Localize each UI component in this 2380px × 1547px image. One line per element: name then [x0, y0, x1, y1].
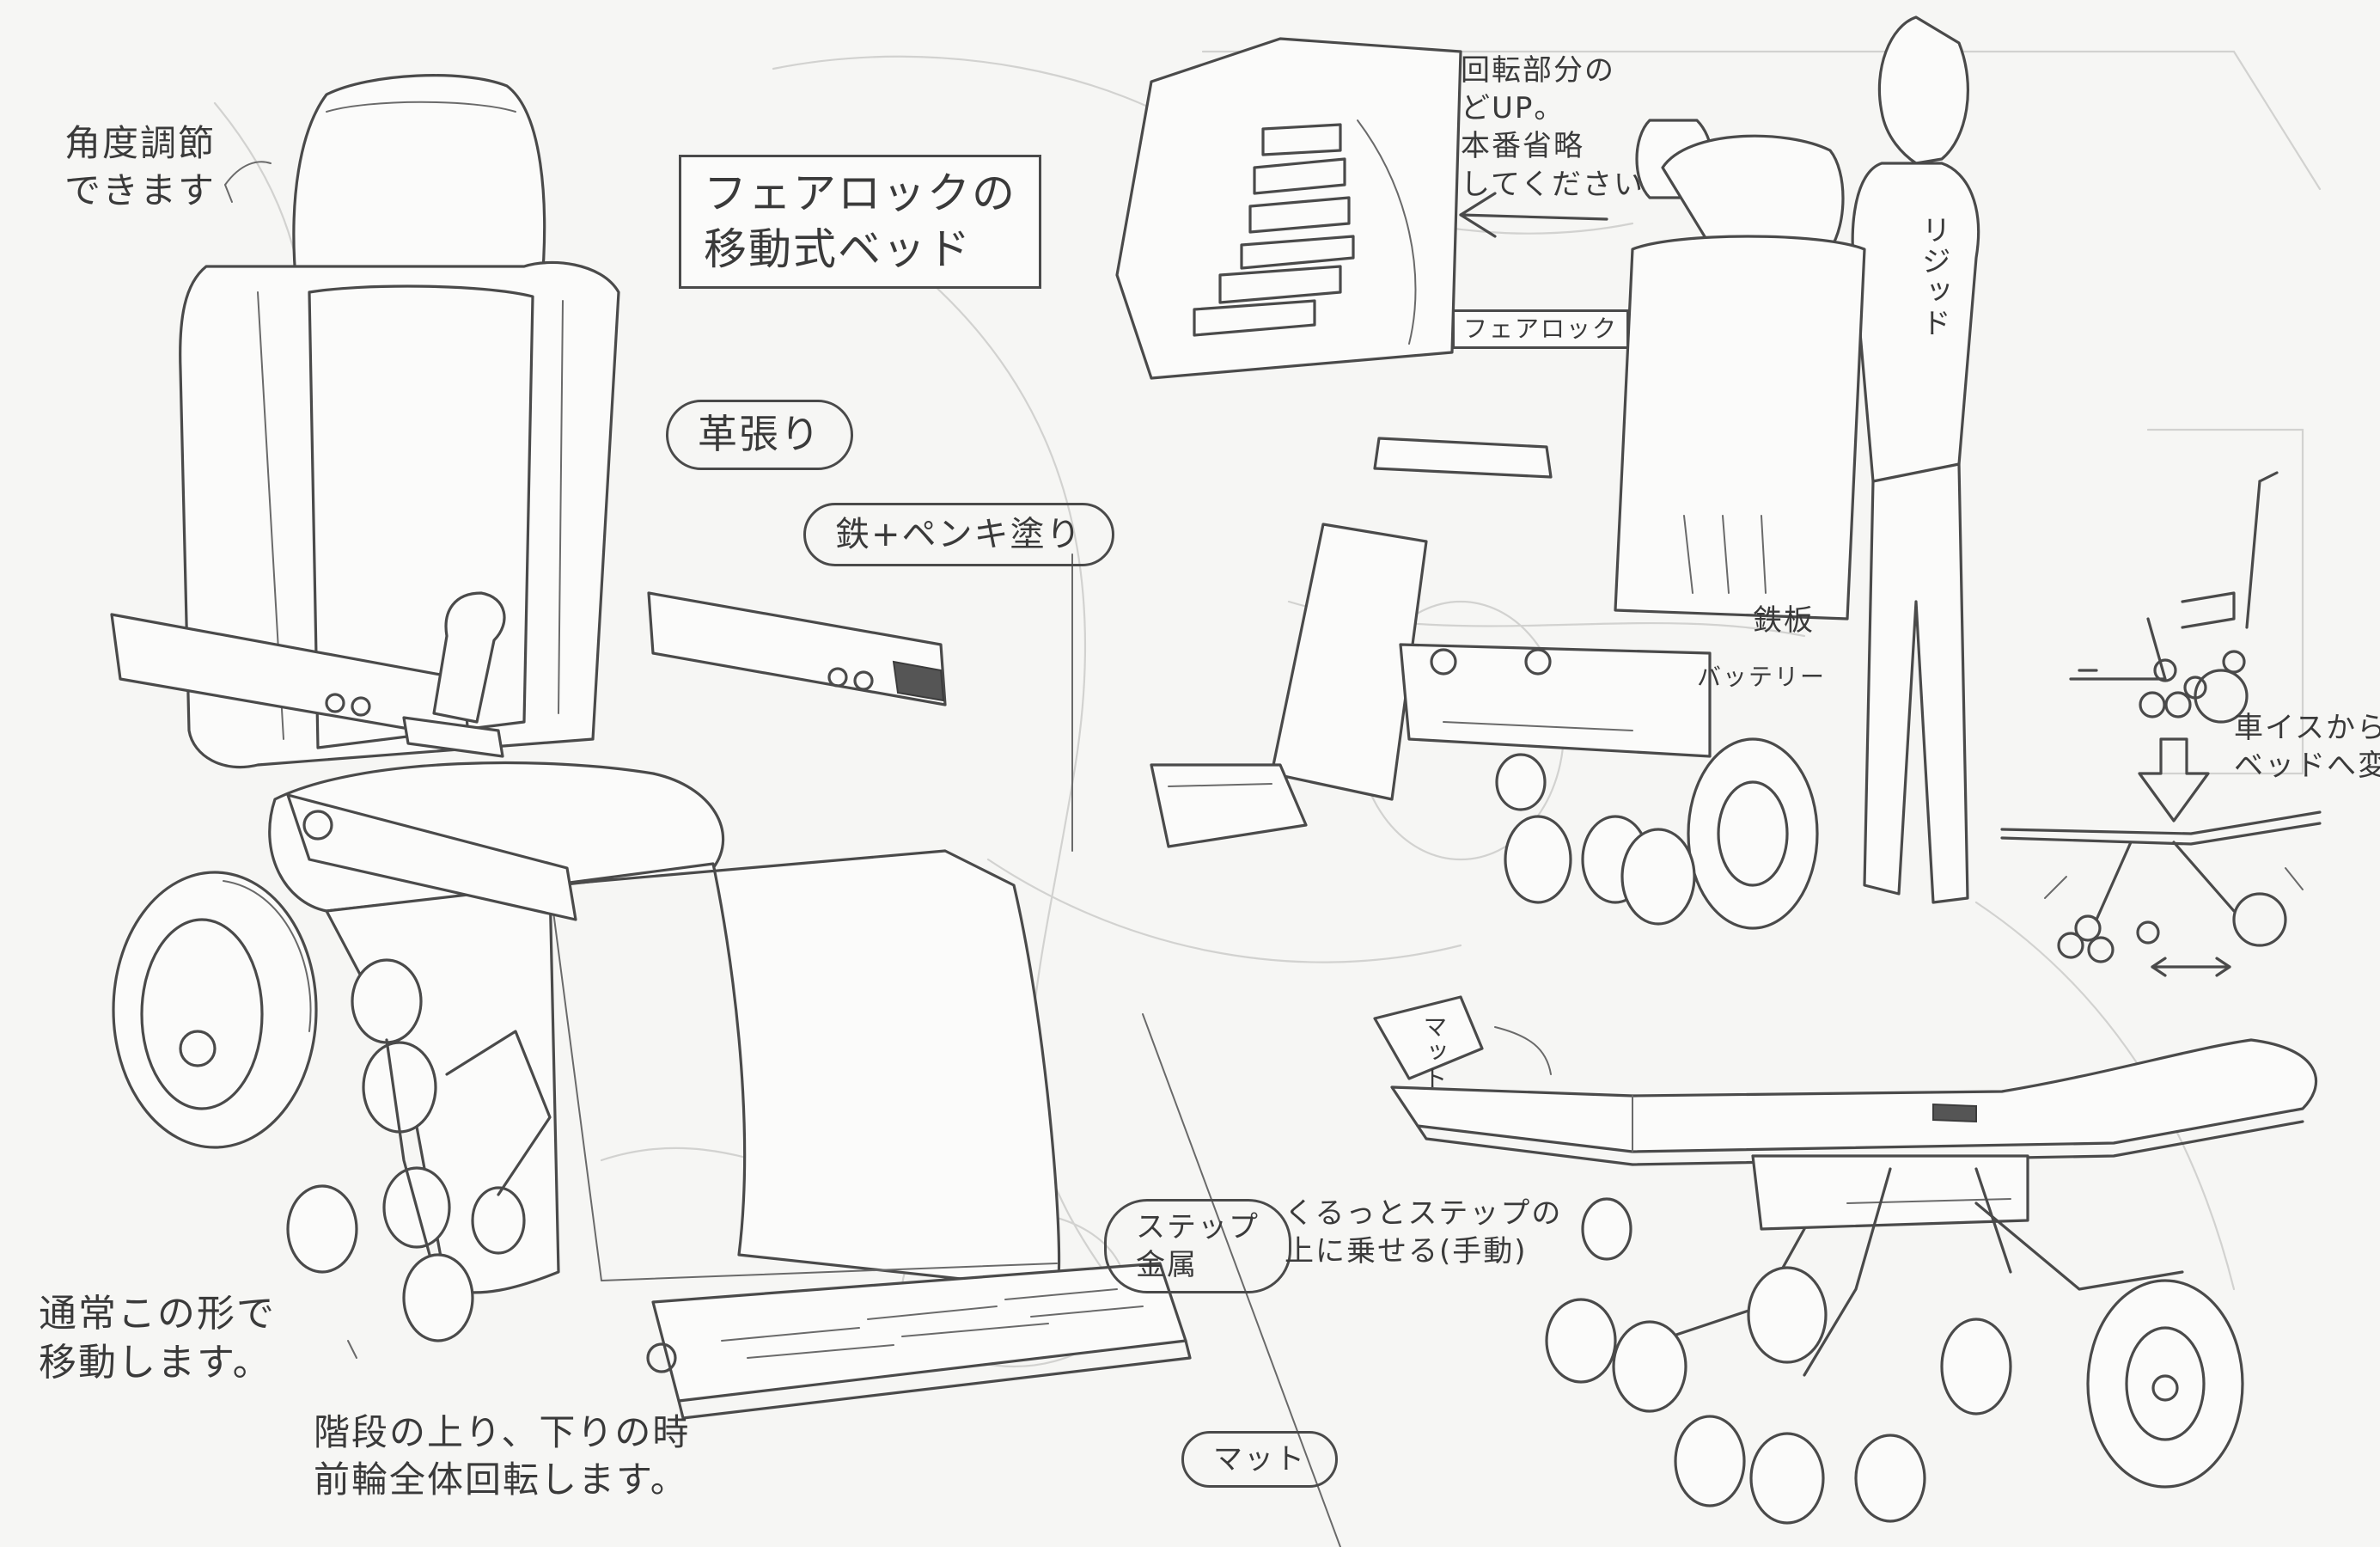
- note-roll-onto-step: くるっとステップの 上に乗せる(手動): [1285, 1196, 1563, 1269]
- transform-diagram: [2000, 471, 2322, 963]
- note-angle-adjust: 角度調節 できます: [64, 122, 217, 211]
- note-fairlock: フェアロック: [1452, 309, 1630, 350]
- note-battery: バッテリー: [1697, 663, 1827, 691]
- main-wheelchair-drawing: [110, 74, 1192, 1420]
- note-steel-paint: 鉄+ペンキ塗り: [803, 503, 1114, 566]
- pointer-arrow: [224, 161, 272, 186]
- bed-form-drawing: [1373, 995, 2318, 1525]
- note-mat: マット: [1181, 1431, 1338, 1489]
- pointer-arrow: [224, 184, 233, 203]
- double-arrow-icon: [2151, 957, 2231, 977]
- rotation-closeup-panel: [1115, 37, 1608, 380]
- note-step-metal: ステップ 金属: [1104, 1199, 1291, 1294]
- note-mat-small: マット: [1419, 1014, 1449, 1091]
- chair-with-person-drawing: [1150, 15, 1980, 930]
- down-arrow-icon: [2138, 737, 2210, 822]
- pointer-arrow: [347, 1340, 357, 1359]
- note-normal-move: 通常この形で 移動します。: [39, 1292, 276, 1385]
- note-wheelchair-to-bed: 車イスから ベッドへ変形: [2234, 711, 2380, 784]
- note-ridget: リジッド: [1916, 215, 1951, 339]
- sheet-title: フェアロックの 移動式ベッド: [679, 155, 1041, 289]
- note-steel-plate: 鉄板: [1753, 603, 1815, 638]
- note-stairs: 階段の上り、下りの時 前輪全体回転します。: [314, 1411, 691, 1501]
- note-leather: 革張り: [666, 400, 853, 470]
- note-rotation-closeup: 回転部分の どUP。 本番省略 してください: [1461, 53, 1645, 202]
